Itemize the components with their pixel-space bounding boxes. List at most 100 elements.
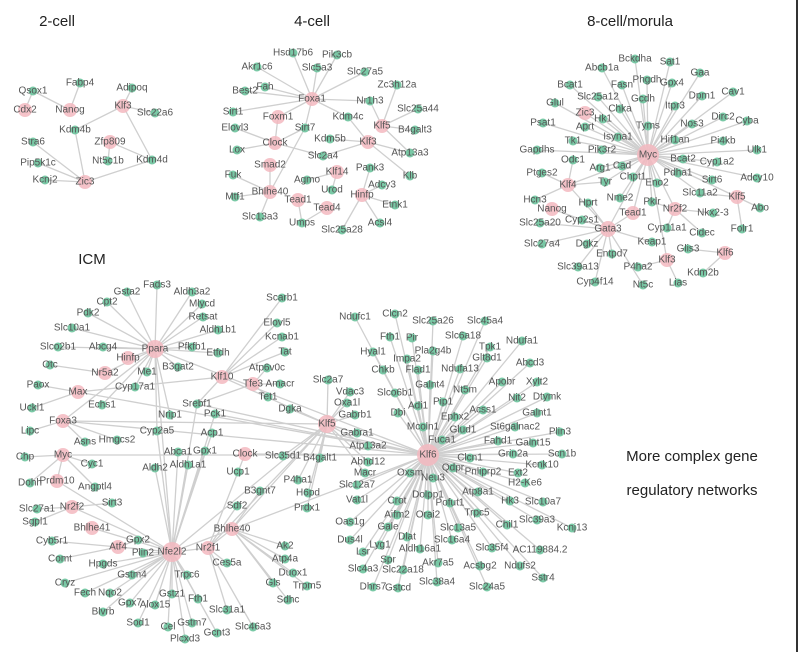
gene-label-clcn1: Clcn1 xyxy=(457,453,483,464)
edge-nfe2l2-abca1 xyxy=(171,451,179,553)
gene-label-sgpl1: Sgpl1 xyxy=(22,517,48,528)
target-node-aldh3a2 xyxy=(187,287,197,297)
target-node-slc2a4 xyxy=(318,151,328,161)
edge-myc-klf4 xyxy=(567,154,649,186)
gene-label-kdm4b: Kdm4b xyxy=(59,125,91,136)
target-node-flad1 xyxy=(413,365,423,375)
edge-max-klf10 xyxy=(77,376,223,393)
gene-label-mtf1: Mtf1 xyxy=(225,192,245,203)
gene-label-aldh1a1: Aldh1a1 xyxy=(170,460,207,471)
target-node-dgkz xyxy=(582,239,592,249)
target-node-pik3cb xyxy=(332,50,342,60)
gene-label-nr2f2: Nr2f2 xyxy=(60,502,85,513)
target-node-aldh16a1 xyxy=(415,544,425,554)
gene-label-tk1: Tk1 xyxy=(565,136,582,147)
gene-label-slc27a1: Slc27a1 xyxy=(19,504,56,515)
target-node-umps xyxy=(297,218,307,228)
gene-label-aldh2: Aldh2 xyxy=(142,463,168,474)
target-node-plin3 xyxy=(555,427,565,437)
edge-klf3-kdm4d xyxy=(122,105,153,161)
target-node-acp1 xyxy=(207,428,217,438)
gene-label-blvrb: Blvrb xyxy=(92,607,115,618)
target-node-sgpl1 xyxy=(30,517,40,527)
edge-nfe2l2-hpgds xyxy=(102,551,173,565)
gene-label-clcn2: Clcn2 xyxy=(382,309,408,320)
target-node-cyp2a5 xyxy=(152,426,162,436)
target-node-h2-ke6 xyxy=(520,478,530,488)
target-node-sdf2 xyxy=(232,501,242,511)
gene-label-paox: Paox xyxy=(27,380,50,391)
gene-label-pank3: Pank3 xyxy=(356,163,385,174)
target-node-slc38a4 xyxy=(432,577,442,587)
edge-nfe2l2-bhlhe41 xyxy=(91,527,173,553)
target-node-agmo xyxy=(302,175,312,185)
gene-label-dgka: Dgka xyxy=(278,404,302,415)
target-node-ac119884-2 xyxy=(535,545,545,555)
gene-label-p4ha2: P4ha2 xyxy=(624,262,653,273)
gene-label-st6galnac2: St6galnac2 xyxy=(490,422,540,433)
gene-label-cyba: Cyba xyxy=(735,116,759,127)
edge-myc-dpm1 xyxy=(647,95,703,156)
edge-klf6-oas1g xyxy=(349,454,429,523)
target-node-nrip1 xyxy=(165,410,175,420)
gene-label-urod: Urod xyxy=(321,185,343,196)
regulator-node-klf5 xyxy=(730,190,744,204)
edge-klf6-acss1 xyxy=(427,409,484,456)
target-node-lsr xyxy=(358,547,368,557)
regulator-node-bhlhe40 xyxy=(263,185,277,199)
gene-label-trpm5: Trpm5 xyxy=(293,581,322,592)
gene-label-hk3: Hk3 xyxy=(501,496,519,507)
gene-label-elovl5: Elovl5 xyxy=(263,318,291,329)
edge-nfe2l2-cryz xyxy=(64,551,173,584)
target-node-slc13a3 xyxy=(255,212,265,222)
gene-label-asns: Asns xyxy=(74,437,96,448)
edge-nfe2l2-blvrb xyxy=(102,551,173,613)
target-node-galnt4 xyxy=(425,380,435,390)
gene-label-zc3h12a: Zc3h12a xyxy=(378,80,417,91)
target-node-pdk2 xyxy=(83,308,93,318)
target-node-tyms xyxy=(643,121,653,131)
edge-ppara-etfdh xyxy=(154,348,219,354)
gene-label-slc5a3: Slc5a3 xyxy=(302,63,333,74)
gene-label-h6pd: H6pd xyxy=(296,488,320,499)
edge-klf6-aldh16a1 xyxy=(419,454,429,550)
target-node-etfdh xyxy=(213,348,223,358)
target-node-alox15 xyxy=(150,600,160,610)
target-node-cyc1 xyxy=(87,459,97,469)
edge-ppara-echs1 xyxy=(101,348,156,406)
nodes-layer xyxy=(18,48,765,644)
gene-label-lyg1: Lyg1 xyxy=(369,540,391,551)
gene-label-ak2: Ak2 xyxy=(276,541,294,552)
gene-label-tat: Tat xyxy=(278,347,292,358)
gene-label-pdk2: Pdk2 xyxy=(77,308,100,319)
regulator-node-klf10 xyxy=(215,370,229,384)
gene-label-ppara: Ppara xyxy=(142,344,169,355)
edge-klf6-nt5m xyxy=(427,389,466,456)
target-node-pla2g4b xyxy=(428,346,438,356)
target-node-gcdh xyxy=(638,94,648,104)
regulator-node-klf3 xyxy=(116,99,130,113)
target-node-hk1 xyxy=(598,114,608,124)
edge-foxa1-slc27a5 xyxy=(311,71,366,100)
gene-label-lsr: Lsr xyxy=(356,547,371,558)
target-node-slc35f4 xyxy=(487,543,497,553)
gene-label-pip5k1c: Pip5k1c xyxy=(20,158,56,169)
target-node-galnt1 xyxy=(532,408,542,418)
target-node-aldh1a1 xyxy=(183,460,193,470)
gene-label-klf6: Klf6 xyxy=(419,450,437,461)
gene-label-dhrs7: Dhrs7 xyxy=(360,582,387,593)
gene-label-abcd3: Abcd3 xyxy=(516,358,545,369)
regulator-node-klf4 xyxy=(561,178,575,192)
target-node-mtf1 xyxy=(230,192,240,202)
regulator-node-foxa1 xyxy=(305,92,319,106)
target-node-abo xyxy=(755,203,765,213)
gene-label-clock: Clock xyxy=(262,138,288,149)
target-node-ephx2 xyxy=(450,412,460,422)
gene-label-slc27a5: Slc27a5 xyxy=(347,67,384,78)
target-node-srebf1 xyxy=(192,399,202,409)
target-node-hyal1 xyxy=(368,347,378,357)
gene-label-kcnj2: Kcnj2 xyxy=(32,175,57,186)
regulator-node-tead1 xyxy=(626,206,640,220)
gene-label-chka: Chka xyxy=(608,104,632,115)
gene-label-entpd7: Entpd7 xyxy=(596,249,628,260)
